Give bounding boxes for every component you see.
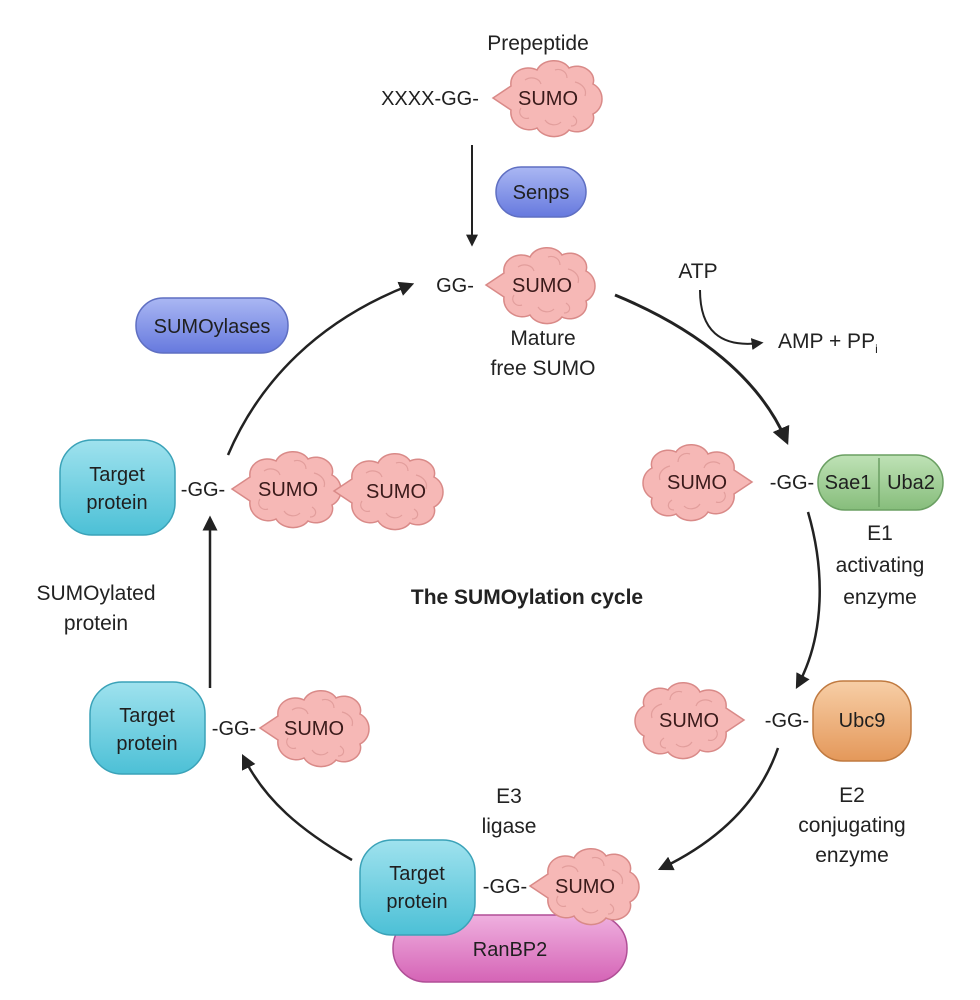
e3-linker: -GG-: [483, 876, 527, 898]
target-multi-line1: Target: [89, 464, 145, 486]
e1-linker: -GG-: [770, 472, 814, 494]
e2-label-line3: enzyme: [815, 844, 889, 867]
target-single-line2: protein: [116, 733, 177, 755]
sumoylated-label-line2: protein: [64, 612, 128, 635]
sumoylases-pill: [135, 297, 289, 354]
senps-label: Senps: [513, 182, 570, 204]
atp-label: ATP: [678, 260, 717, 283]
prepeptide-label: Prepeptide: [487, 32, 589, 55]
sumo-label-mature: SUMO: [512, 275, 572, 297]
mature-label-line2: free SUMO: [490, 357, 595, 380]
multi-linker: -GG-: [181, 479, 225, 501]
sumo-label-e3: SUMO: [555, 876, 615, 898]
ubc9-box: [812, 680, 912, 762]
target-e3-line2: protein: [386, 891, 447, 913]
arrow-deconjugation: [226, 281, 415, 456]
arrow-transfer: [241, 753, 353, 862]
e3-label-line1: E3: [496, 785, 522, 808]
mature-label-line1: Mature: [510, 327, 575, 350]
e2-linker: -GG-: [765, 710, 809, 732]
sumoylases-label: SUMOylases: [154, 316, 271, 338]
e2-label-line2: conjugating: [798, 814, 905, 837]
sumo-label-prepeptide: SUMO: [518, 88, 578, 110]
sumo-label-multi-2: SUMO: [366, 481, 426, 503]
sumo-label-multi-1: SUMO: [258, 479, 318, 501]
senps-pill: [495, 166, 587, 218]
mature-prefix: GG-: [436, 275, 474, 297]
arrow-activation: [614, 293, 790, 445]
sumo-label-e1: SUMO: [667, 472, 727, 494]
target-single-line1: Target: [119, 705, 175, 727]
target-protein-single: [89, 681, 206, 775]
e2-label-line1: E2: [839, 784, 865, 807]
e1-label-line1: E1: [867, 522, 893, 545]
e1-label-line3: enzyme: [843, 586, 917, 609]
sumoylated-label-line1: SUMOylated: [36, 582, 155, 605]
e1-label-line2: activating: [836, 554, 925, 577]
arrow-ligation: [657, 747, 780, 871]
target-multi-line2: protein: [86, 492, 147, 514]
target-e3-line1: Target: [389, 863, 445, 885]
prepeptide-prefix: XXXX-GG-: [381, 88, 479, 110]
ubc9-label: Ubc9: [839, 710, 886, 732]
sumo-label-single: SUMO: [284, 718, 344, 740]
target-protein-e3: [359, 839, 476, 936]
e1-enzyme-pill: [817, 454, 944, 511]
target-protein-multi: [59, 439, 176, 536]
ranbp2-label: RanBP2: [473, 939, 548, 961]
uba2-label: Uba2: [887, 472, 935, 494]
single-linker: -GG-: [212, 718, 256, 740]
amp-label: AMP + PPi: [778, 330, 878, 356]
atp-side-arrow: [699, 289, 764, 350]
sae1-label: Sae1: [825, 472, 872, 494]
sumo-label-e2: SUMO: [659, 710, 719, 732]
arrow-conjugation: [795, 511, 821, 689]
e3-label-line2: ligase: [482, 815, 537, 838]
diagram-title: The SUMOylation cycle: [411, 586, 643, 609]
amp-subscript: i: [875, 342, 878, 356]
